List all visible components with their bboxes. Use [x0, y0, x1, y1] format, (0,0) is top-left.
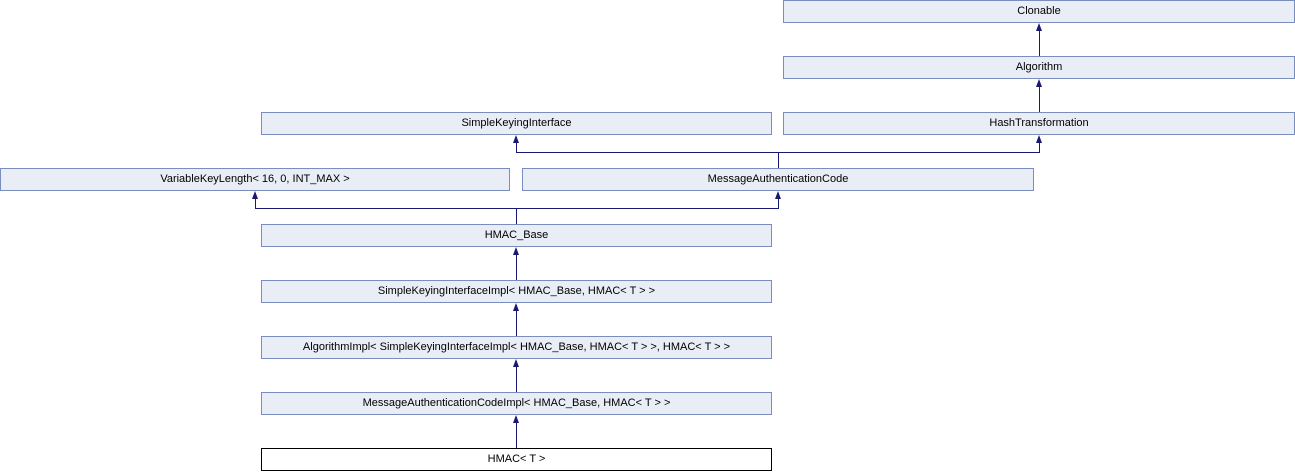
- inheritance-arrow-icon: [1035, 23, 1042, 31]
- edge-segment-algorithm-to-clonable: [1039, 29, 1040, 56]
- class-node-hash-transformation[interactable]: HashTransformation: [783, 112, 1295, 135]
- edge-segment-mac-to-ski-and-hashtransformation: [1039, 141, 1040, 153]
- class-node-algorithm-impl[interactable]: AlgorithmImpl< SimpleKeyingInterfaceImpl…: [261, 336, 772, 359]
- inheritance-arrow-icon: [512, 303, 519, 311]
- edge-segment-hmacbase-to-vkl-and-mac: [255, 197, 256, 209]
- inheritance-arrow-icon: [512, 359, 519, 367]
- edge-segment-hmacbase-to-vkl-and-mac: [516, 208, 517, 224]
- inheritance-arrow-icon: [1035, 135, 1042, 143]
- edge-segment-algorithmimpl-to-skiimpl: [516, 309, 517, 336]
- class-node-clonable[interactable]: Clonable: [783, 0, 1295, 23]
- edge-segment-mac-to-ski-and-hashtransformation: [778, 152, 779, 168]
- edge-segment-mac-to-ski-and-hashtransformation: [516, 141, 517, 153]
- class-node-message-authentication-code[interactable]: MessageAuthenticationCode: [522, 168, 1034, 191]
- edge-segment-skiimpl-to-hmacbase: [516, 253, 517, 280]
- edge-segment-macimpl-to-algorithmimpl: [516, 365, 517, 392]
- class-node-message-authentication-code-impl[interactable]: MessageAuthenticationCodeImpl< HMAC_Base…: [261, 392, 772, 415]
- inheritance-arrow-icon: [774, 191, 781, 199]
- edge-segment-hashtransformation-to-algorithm: [1039, 85, 1040, 112]
- inheritance-arrow-icon: [251, 191, 258, 199]
- class-node-simple-keying-interface-impl[interactable]: SimpleKeyingInterfaceImpl< HMAC_Base, HM…: [261, 280, 772, 303]
- class-node-algorithm[interactable]: Algorithm: [783, 56, 1295, 79]
- class-node-hmac-base[interactable]: HMAC_Base: [261, 224, 772, 247]
- inheritance-arrow-icon: [512, 247, 519, 255]
- inheritance-arrow-icon: [512, 135, 519, 143]
- class-node-variable-key-length[interactable]: VariableKeyLength< 16, 0, INT_MAX >: [0, 168, 510, 191]
- class-node-simple-keying-interface[interactable]: SimpleKeyingInterface: [261, 112, 772, 135]
- inheritance-arrow-icon: [1035, 79, 1042, 87]
- edge-segment-hmacbase-to-vkl-and-mac: [255, 208, 779, 209]
- edge-segment-hmacbase-to-vkl-and-mac: [778, 197, 779, 209]
- class-node-hmac: HMAC< T >: [261, 448, 772, 471]
- inheritance-arrow-icon: [512, 415, 519, 423]
- edge-segment-hmac-to-macimpl: [516, 421, 517, 448]
